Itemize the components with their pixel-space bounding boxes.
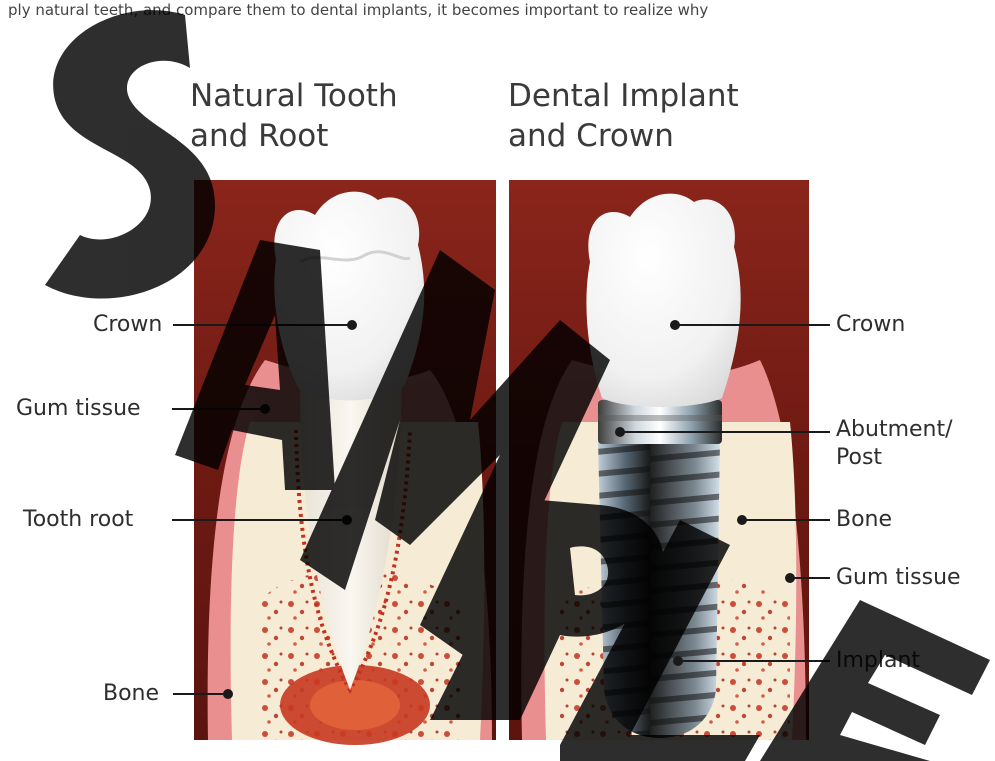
label-implant: Implant [836, 647, 920, 675]
label-abutment-post: Abutment/ Post [836, 416, 953, 472]
label-tooth-root: Tooth root [23, 506, 133, 534]
left-tooth-crown [274, 192, 424, 401]
label-gum-tissue-left: Gum tissue [16, 395, 141, 423]
label-crown-right: Crown [836, 311, 905, 339]
label-crown-left: Crown [93, 311, 162, 339]
label-bone-left: Bone [103, 680, 159, 708]
label-bone-right: Bone [836, 506, 892, 534]
right-implant-crown [586, 194, 740, 407]
label-gum-tissue-right: Gum tissue [836, 564, 961, 592]
label-abutment-line1: Abutment/ [836, 416, 953, 444]
right-implant-screw [598, 440, 720, 738]
label-abutment-line2: Post [836, 444, 953, 472]
